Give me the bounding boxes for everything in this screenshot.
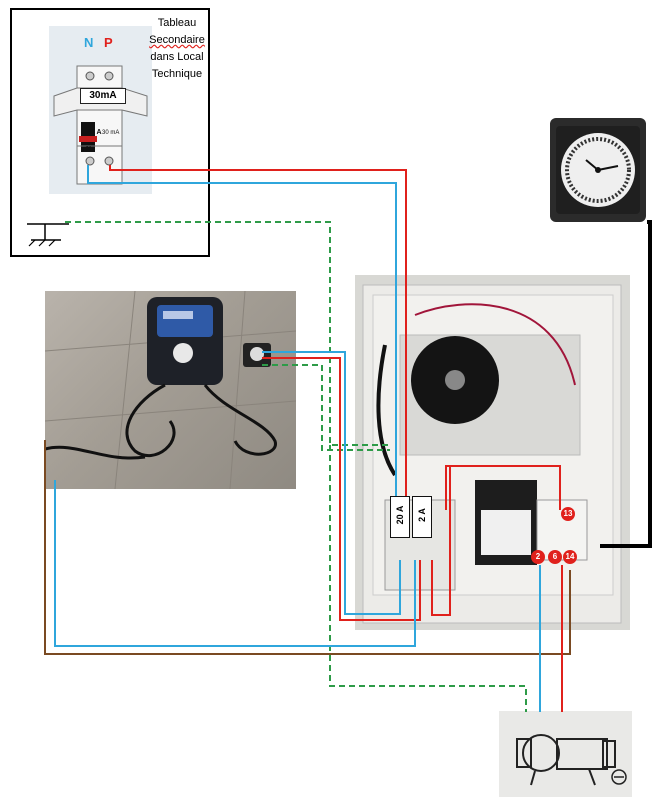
neutral-label: N (84, 35, 94, 50)
plug-neutral-wire (262, 351, 401, 615)
phase-label: P (104, 35, 113, 50)
breaker-current-label: 40 A (87, 129, 102, 136)
timer-cable (600, 220, 652, 548)
terminal-13-badge: 13 (561, 507, 575, 521)
chlorinator-photo-drawing (45, 291, 296, 489)
neutral-wire-main (87, 165, 397, 500)
phase-wire-main (109, 165, 407, 500)
panel-caption-line-2: Secondaire (149, 34, 205, 46)
earth-wire-pump (329, 445, 527, 712)
timer-drawing (556, 126, 640, 214)
earth-wire-main (65, 221, 390, 446)
terminal-6-badge: 6 (548, 550, 562, 564)
rcd-rating-label: 30mA (80, 88, 126, 104)
plug-phase-wire (262, 357, 421, 621)
panel-caption-line-4: Technique (151, 68, 203, 80)
breaker-bottom-neutral-label: N (86, 146, 92, 153)
terminal-2-badge: 2 (531, 550, 545, 564)
breaker-sensitivity-label: 30 mA (102, 130, 120, 136)
timer-photo (550, 118, 646, 222)
panel-caption-line-3: dans Local (150, 51, 204, 63)
chlorinator-blue-wire (54, 480, 416, 647)
ground-symbol-icon (27, 223, 69, 247)
breaker-2a-text: 2 A (417, 508, 427, 522)
chlorinator-brown-wire (44, 440, 571, 655)
terminal-14-badge: 14 (563, 550, 577, 564)
chlorinator-photo (45, 291, 296, 489)
breaker-20a-label: 20 A (390, 496, 410, 538)
pump-drawing (516, 734, 627, 786)
control-red-wire-2 (431, 466, 451, 616)
pump-illustration (499, 711, 632, 797)
panel-caption-line-1: Tableau (157, 17, 197, 29)
earth-wire-chlorinator (262, 364, 390, 451)
breaker-2a-label: 2 A (412, 496, 432, 538)
control-red-wire-1 (445, 465, 561, 510)
breaker-20a-text: 20 A (395, 505, 405, 525)
